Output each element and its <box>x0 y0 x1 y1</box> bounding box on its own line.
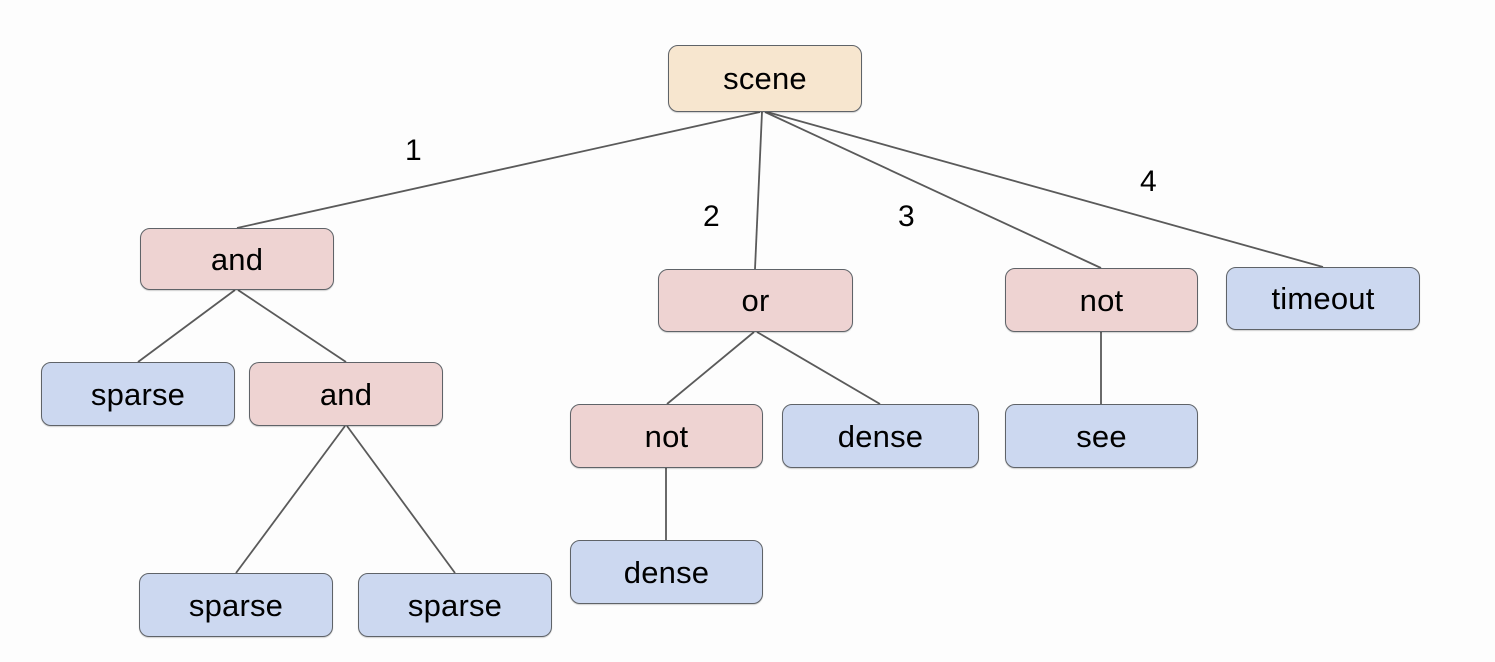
edge-label-3: 3 <box>898 200 915 233</box>
tree-node-or1[interactable]: or <box>658 269 853 332</box>
tree-node-sparse3[interactable]: sparse <box>358 573 552 637</box>
tree-node-label: see <box>1076 418 1127 454</box>
tree-node-not1[interactable]: not <box>1005 268 1198 332</box>
tree-node-label: not <box>1079 282 1124 318</box>
tree-node-sparse1[interactable]: sparse <box>41 362 235 426</box>
tree-node-label: not <box>644 418 689 454</box>
edge-label-2: 2 <box>703 200 720 233</box>
tree-edge-and1-to-sparse1 <box>137 289 236 363</box>
tree-node-not2[interactable]: not <box>570 404 763 468</box>
tree-edge-scene-to-or1 <box>754 111 763 270</box>
tree-node-timeout1[interactable]: timeout <box>1226 267 1420 330</box>
tree-node-label: and <box>319 376 373 412</box>
tree-node-sparse2[interactable]: sparse <box>139 573 333 637</box>
edge-label-4: 4 <box>1140 165 1157 198</box>
tree-edge-and2-to-sparse3 <box>346 425 456 574</box>
tree-node-label: sparse <box>188 587 284 623</box>
tree-node-label: or <box>741 283 770 318</box>
tree-edge-or1-to-dense1 <box>756 331 881 405</box>
tree-node-label: sparse <box>90 376 186 412</box>
tree-edge-and1-to-and2 <box>237 289 347 363</box>
tree-node-label: dense <box>837 418 924 454</box>
tree-edge-and2-to-sparse2 <box>235 425 346 574</box>
tree-node-see1[interactable]: see <box>1005 404 1198 468</box>
tree-edge-or1-to-not2 <box>666 331 755 405</box>
tree-node-label: sparse <box>407 587 503 623</box>
tree-edge-scene-to-timeout1 <box>766 111 1324 268</box>
tree-node-label: scene <box>723 61 807 96</box>
tree-edge-scene-to-and1 <box>236 111 761 229</box>
tree-node-scene[interactable]: scene <box>668 45 862 112</box>
tree-node-dense1[interactable]: dense <box>782 404 979 468</box>
tree-node-and1[interactable]: and <box>140 228 334 290</box>
tree-node-label: timeout <box>1271 281 1375 316</box>
tree-node-label: dense <box>623 554 710 590</box>
tree-node-label: and <box>210 241 264 277</box>
tree-node-dense2[interactable]: dense <box>570 540 763 604</box>
tree-node-and2[interactable]: and <box>249 362 443 426</box>
edge-label-1: 1 <box>405 134 422 167</box>
tree-edge-scene-to-not1 <box>764 111 1102 269</box>
